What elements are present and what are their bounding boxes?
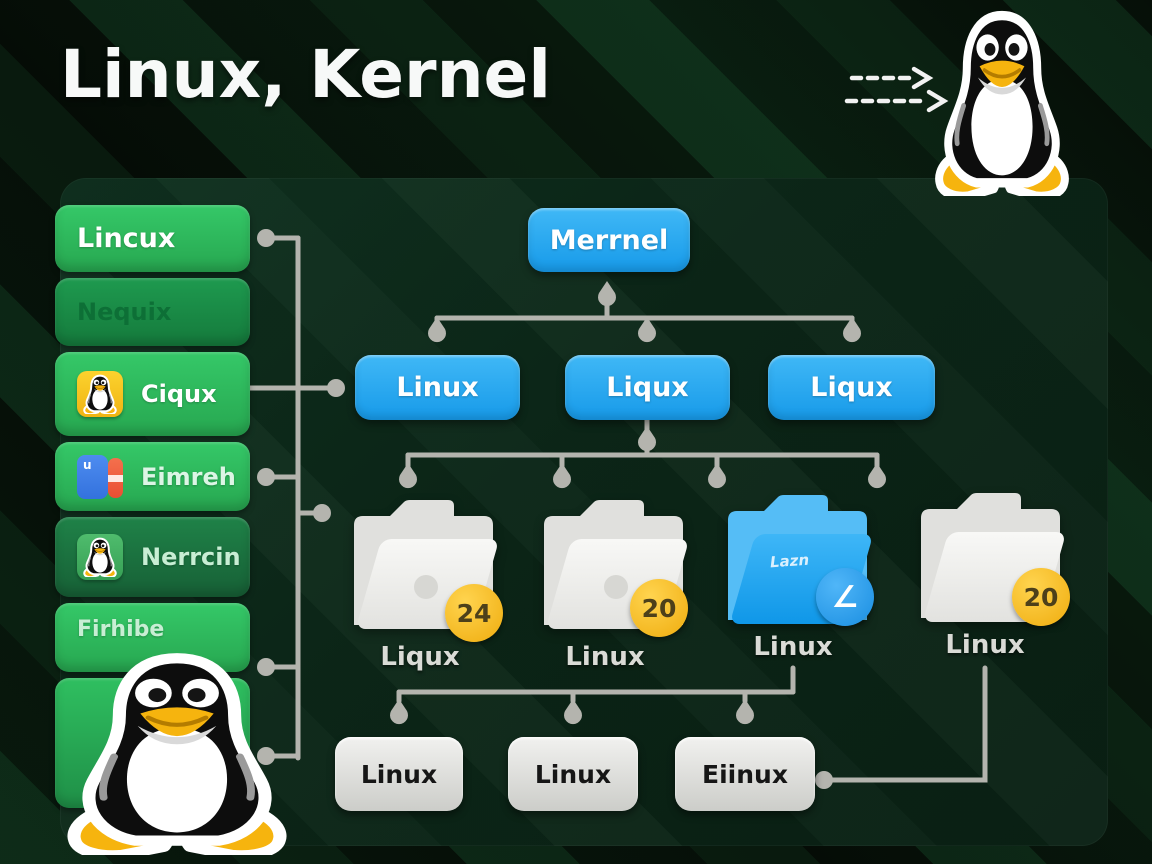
app-icon-blue-pane [77,454,108,499]
folder-overlay-text: Lazn [769,550,810,572]
app-icon-stripe [108,474,123,482]
sidebar-item-nequix[interactable]: Nequix [55,278,250,346]
tree-node-linux[interactable]: Linux [355,355,520,420]
tree-node-label: Merrnel [549,224,669,256]
tux-icon [922,8,1082,196]
sidebar-item-nerrcin[interactable]: Nerrcin [55,517,250,597]
tree-node-root[interactable]: Merrnel [528,208,690,272]
folder-label: Linux [565,642,645,672]
tree-node-liqux-2[interactable]: Liqux [768,355,935,420]
tree-node-label: Linux [396,372,479,403]
folder-count-badge: 24 [445,584,503,642]
folder-count-badge: 20 [1012,568,1070,626]
tux-icon [77,534,123,580]
app-icon: u [77,454,123,500]
leaf-node-linux-1[interactable]: Linux [335,737,463,811]
folder-count-badge: 20 [630,579,688,637]
tree-node-label: Liqux [606,372,689,403]
leaf-node-label: Eiinux [702,759,788,789]
badge-value: 20 [1023,582,1059,612]
sidebar-item-label: Nequix [77,298,172,326]
leaf-node-eiinux[interactable]: Eiinux [675,737,815,811]
sidebar-item-label: Firhibe [77,617,165,642]
app-icon-glyph: u [83,457,92,472]
sidebar-item-ciqux[interactable]: Ciqux [55,352,250,436]
tux-icon [46,650,308,855]
leaf-node-label: Linux [534,759,612,789]
page-title: Linux, Kernel [60,36,551,113]
folder-label: Linux [945,630,1025,660]
badge-value: ∠ [831,579,859,615]
badge-value: 24 [456,598,492,628]
sidebar-item-label: Nerrcin [141,543,241,571]
leaf-node-label: Linux [360,759,438,789]
sidebar-item-lincux[interactable]: Lincux [55,205,250,272]
tree-node-label: Liqux [810,372,893,403]
folder-label: Linux [753,632,833,662]
sidebar-item-label: Lincux [77,223,176,254]
sidebar-item-label: Eimreh [141,462,236,491]
tree-node-liqux-1[interactable]: Liqux [565,355,730,420]
leaf-node-linux-2[interactable]: Linux [508,737,638,811]
tux-icon [77,371,123,417]
badge-value: 20 [641,593,677,623]
sidebar-item-label: Ciqux [141,380,217,408]
sidebar-item-eimreh[interactable]: u Eimreh [55,442,250,511]
folder-label: Liqux [380,642,460,672]
folder-glyph-badge: ∠ [816,568,874,626]
